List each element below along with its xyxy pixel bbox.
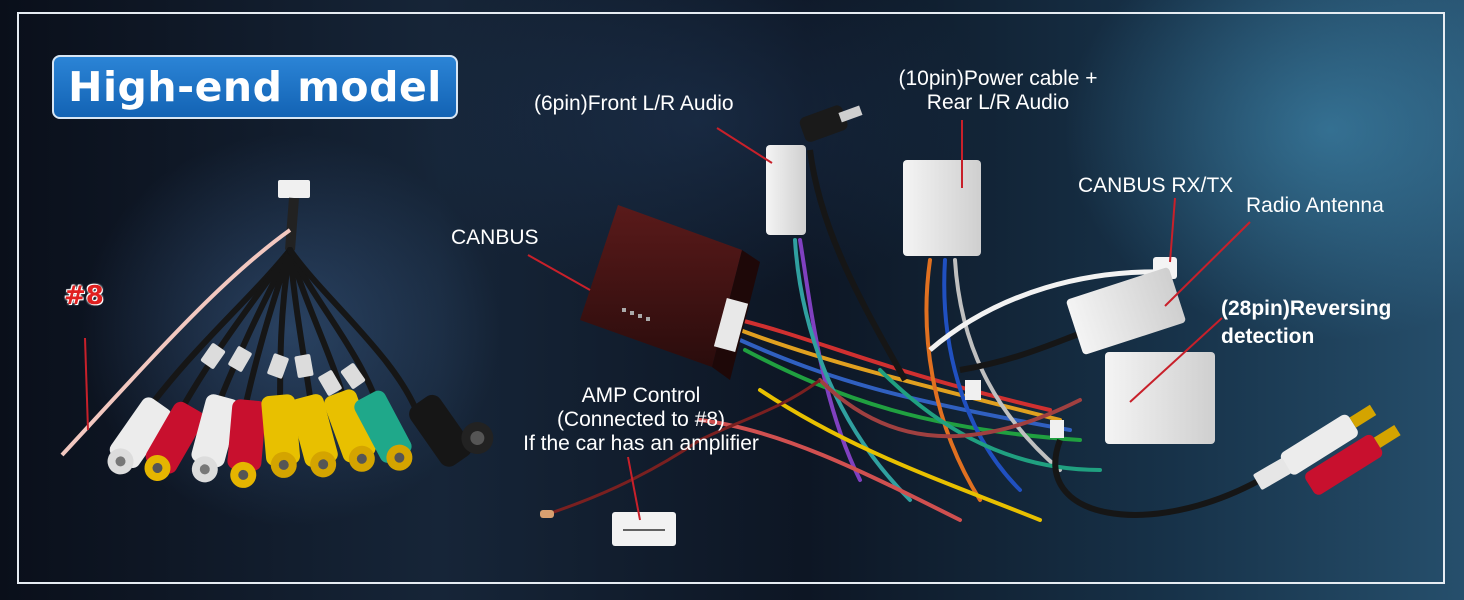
connector-28pin: [1105, 352, 1215, 444]
label-front-audio: (6pin)Front L/R Audio: [534, 92, 734, 115]
label-amp-line2: (Connected to #8): [556, 408, 726, 431]
connector-10pin: [903, 160, 981, 256]
label-power-line1: (10pin)Power cable +: [898, 67, 1098, 90]
callout-line-amp: [627, 456, 641, 521]
label-canbus-rxtx: CANBUS RX/TX: [1078, 174, 1234, 197]
callout-line-6pin: [716, 127, 773, 164]
wire-bundle: [698, 238, 1102, 522]
pink-wire-8: [60, 228, 292, 457]
label-amp-line1: AMP Control: [581, 384, 701, 407]
rear-rca-plugs: [1280, 404, 1401, 495]
label-reversing-line1: (28pin)Reversing: [1221, 297, 1392, 320]
connector-6pin: [766, 145, 806, 235]
rca-plugs: [107, 389, 494, 488]
label-canbus: CANBUS: [451, 226, 539, 249]
callout-line-rxtx: [1169, 197, 1176, 263]
amp-det-tag: [612, 512, 676, 546]
label-tag-8: #8: [64, 281, 104, 311]
label-power-cable: (10pin)Power cable + Rear L/R Audio: [880, 67, 1116, 115]
callout-line-8: [84, 337, 89, 431]
antenna-plug: [799, 105, 863, 142]
amp-det-wire: [544, 378, 821, 517]
cable-tags: [200, 343, 366, 396]
label-power-line2: Rear L/R Audio: [926, 91, 1070, 114]
main-harness: [540, 105, 1401, 546]
harness-plug-top: [278, 180, 310, 198]
label-reversing: (28pin)Reversing detection: [1221, 295, 1391, 351]
callout-line-28pin: [1129, 317, 1223, 403]
connector-radio-antenna: [1066, 267, 1186, 355]
label-amp-line3: If the car has an amplifier: [523, 432, 759, 455]
canbus-box: [580, 205, 760, 380]
label-amp-control: AMP Control (Connected to #8) If the car…: [505, 384, 777, 456]
model-badge: High-end model: [52, 55, 458, 119]
callout-line-antenna: [1164, 221, 1251, 307]
callout-lines: [527, 120, 1251, 521]
label-radio-antenna: Radio Antenna: [1246, 194, 1384, 217]
label-reversing-line2: detection: [1221, 325, 1315, 348]
callout-line-canbus: [527, 254, 591, 291]
rca-harness: [60, 180, 494, 488]
